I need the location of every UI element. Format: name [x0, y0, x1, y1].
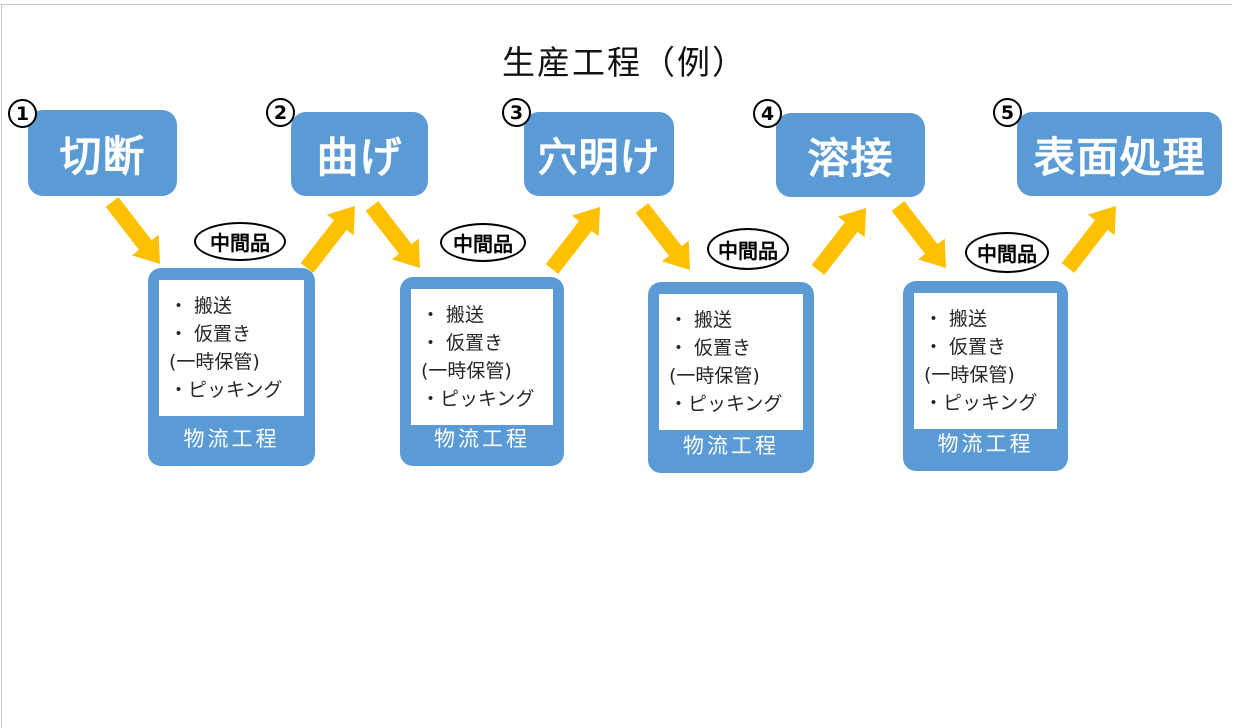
- logistics-box: ・ 搬送 ・ 仮置き (一時保管) ・ピッキング 物流工程: [400, 277, 564, 466]
- intermediate-product-badge: 中間品: [707, 228, 789, 270]
- intermediate-product-label: 中間品: [718, 238, 778, 263]
- step-number: 3: [509, 101, 524, 124]
- logistics-item: ・ 搬送: [669, 309, 733, 331]
- logistics-box-label: 物流工程: [434, 427, 530, 451]
- process-step-box-surface: 表面処理: [1017, 112, 1222, 196]
- logistics-item: ・ 搬送: [169, 295, 233, 317]
- logistics-item: (一時保管): [924, 364, 1015, 386]
- logistics-item: ・ピッキング: [669, 393, 783, 415]
- process-step-label: 曲げ: [316, 132, 403, 182]
- page-title: 生産工程（例）: [502, 43, 747, 82]
- logistics-item: ・ピッキング: [924, 392, 1038, 414]
- flow-arrow-down-icon: [635, 203, 690, 270]
- logistics-item: ・ 仮置き: [421, 332, 504, 354]
- logistics-item: ・ 搬送: [924, 308, 988, 330]
- process-step-label: 表面処理: [1033, 132, 1206, 182]
- process-step-box-drilling: 穴明け: [524, 112, 674, 196]
- logistics-box: ・ 搬送 ・ 仮置き (一時保管) ・ピッキング 物流工程: [648, 282, 814, 473]
- intermediate-product-label: 中間品: [453, 232, 513, 256]
- logistics-item: ・ 仮置き: [169, 323, 252, 345]
- slide-edge-left: [1, 4, 2, 728]
- step-number: 5: [1000, 101, 1015, 124]
- flow-arrow-down-icon: [891, 201, 946, 268]
- process-step-label: 溶接: [807, 133, 894, 183]
- logistics-box: ・ 搬送 ・ 仮置き (一時保管) ・ピッキング 物流工程: [903, 281, 1068, 471]
- logistics-box-label: 物流工程: [183, 427, 280, 451]
- logistics-item: ・ピッキング: [421, 388, 535, 410]
- intermediate-product-label: 中間品: [977, 242, 1037, 266]
- intermediate-product-badge: 中間品: [440, 223, 526, 262]
- intermediate-product-badge: 中間品: [194, 222, 286, 261]
- logistics-items: ・ 搬送 ・ 仮置き (一時保管) ・ピッキング: [659, 294, 803, 430]
- process-step-box-cutting: 切断: [28, 110, 177, 196]
- process-step-label: 切断: [59, 131, 146, 181]
- flow-arrow-up-icon: [1061, 206, 1116, 273]
- intermediate-product-badge: 中間品: [965, 232, 1049, 273]
- flow-arrow-down-icon: [105, 197, 160, 264]
- process-step-label: 穴明け: [537, 135, 661, 181]
- intermediate-product-label: 中間品: [210, 231, 270, 255]
- process-step-box-bending: 曲げ: [291, 112, 428, 196]
- step-number-badge-1: 1: [8, 99, 37, 128]
- flow-arrow-up-icon: [300, 206, 355, 273]
- step-number: 2: [273, 101, 288, 124]
- logistics-items: ・ 搬送 ・ 仮置き (一時保管) ・ピッキング: [411, 289, 553, 425]
- logistics-item: (一時保管): [669, 365, 760, 387]
- logistics-items: ・ 搬送 ・ 仮置き (一時保管) ・ピッキング: [914, 293, 1057, 429]
- logistics-box-label: 物流工程: [937, 432, 1034, 456]
- logistics-item: (一時保管): [169, 351, 260, 373]
- flow-arrow-up-icon: [811, 208, 866, 275]
- logistics-box-label: 物流工程: [683, 434, 779, 458]
- step-number-badge-3: 3: [502, 98, 531, 127]
- flow-arrow-down-icon: [365, 201, 420, 268]
- process-step-box-welding: 溶接: [776, 113, 925, 197]
- logistics-items: ・ 搬送 ・ 仮置き (一時保管) ・ピッキング: [159, 280, 304, 416]
- step-number-badge-2: 2: [266, 98, 295, 127]
- logistics-item: ・ピッキング: [169, 379, 283, 401]
- logistics-item: (一時保管): [421, 360, 512, 382]
- flow-arrow-up-icon: [545, 207, 600, 274]
- slide-edge-top: [0, 4, 1232, 5]
- logistics-item: ・ 仮置き: [669, 337, 752, 359]
- step-number-badge-4: 4: [753, 99, 782, 128]
- logistics-item: ・ 仮置き: [924, 336, 1007, 358]
- step-number: 1: [15, 102, 30, 125]
- step-number: 4: [760, 102, 775, 125]
- step-number-badge-5: 5: [993, 98, 1022, 127]
- logistics-box: ・ 搬送 ・ 仮置き (一時保管) ・ピッキング 物流工程: [148, 268, 315, 466]
- logistics-item: ・ 搬送: [421, 304, 485, 326]
